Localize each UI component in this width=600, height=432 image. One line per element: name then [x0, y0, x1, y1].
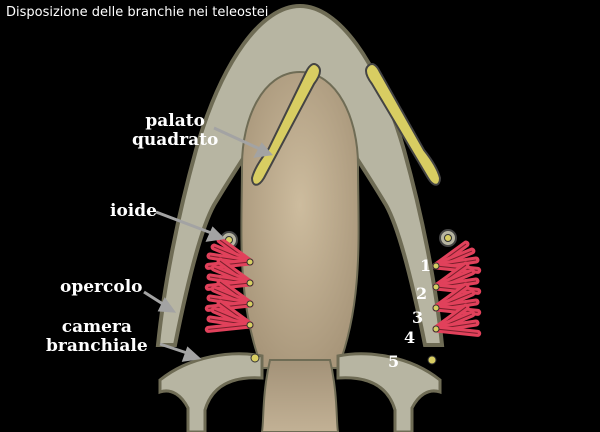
gill-filament-core — [208, 324, 251, 330]
label-palato-quadrato: palato quadrato — [132, 111, 219, 150]
pharynx — [260, 359, 340, 432]
gill-arch — [204, 299, 254, 333]
gill-arch-cartilage — [432, 283, 440, 291]
mouth-cavity — [240, 70, 360, 369]
arrow-camera — [159, 342, 191, 356]
arch-number-4: 4 — [404, 328, 416, 347]
label-camera-branchiale: camera branchiale — [46, 317, 148, 356]
arrow-palato — [213, 126, 263, 152]
gill-filament-core — [435, 328, 478, 334]
arch-dot-left — [250, 353, 260, 363]
gill-arch-cartilage — [246, 279, 254, 287]
arch-number-5: 5 — [388, 352, 400, 371]
gill-arch-cartilage — [432, 325, 440, 333]
label-ioide: ioide — [110, 201, 157, 221]
lower-tissue-right — [336, 352, 442, 432]
gill-arch — [432, 240, 482, 274]
gills-left — [204, 236, 254, 333]
palatoquadrate-right — [364, 63, 442, 186]
lower-tissue-left — [158, 352, 264, 432]
arch-number-1: 1 — [420, 256, 432, 275]
label-opercolo: opercolo — [60, 277, 143, 297]
arch-number-3: 3 — [412, 308, 424, 327]
gill-arch-cartilage — [246, 258, 254, 266]
arch-number-2: 2 — [416, 284, 428, 303]
gill-arch — [432, 303, 482, 337]
diagram-title: Disposizione delle branchie nei teleoste… — [6, 5, 269, 20]
arch-dot-right — [427, 355, 437, 365]
gill-arch-cartilage — [246, 300, 254, 308]
gill-arch-cartilage — [432, 262, 440, 270]
gill-arch-cartilage — [432, 304, 440, 312]
arrow-ioide — [155, 210, 215, 236]
gill-arch-cartilage — [246, 321, 254, 329]
gills-right — [432, 240, 482, 337]
